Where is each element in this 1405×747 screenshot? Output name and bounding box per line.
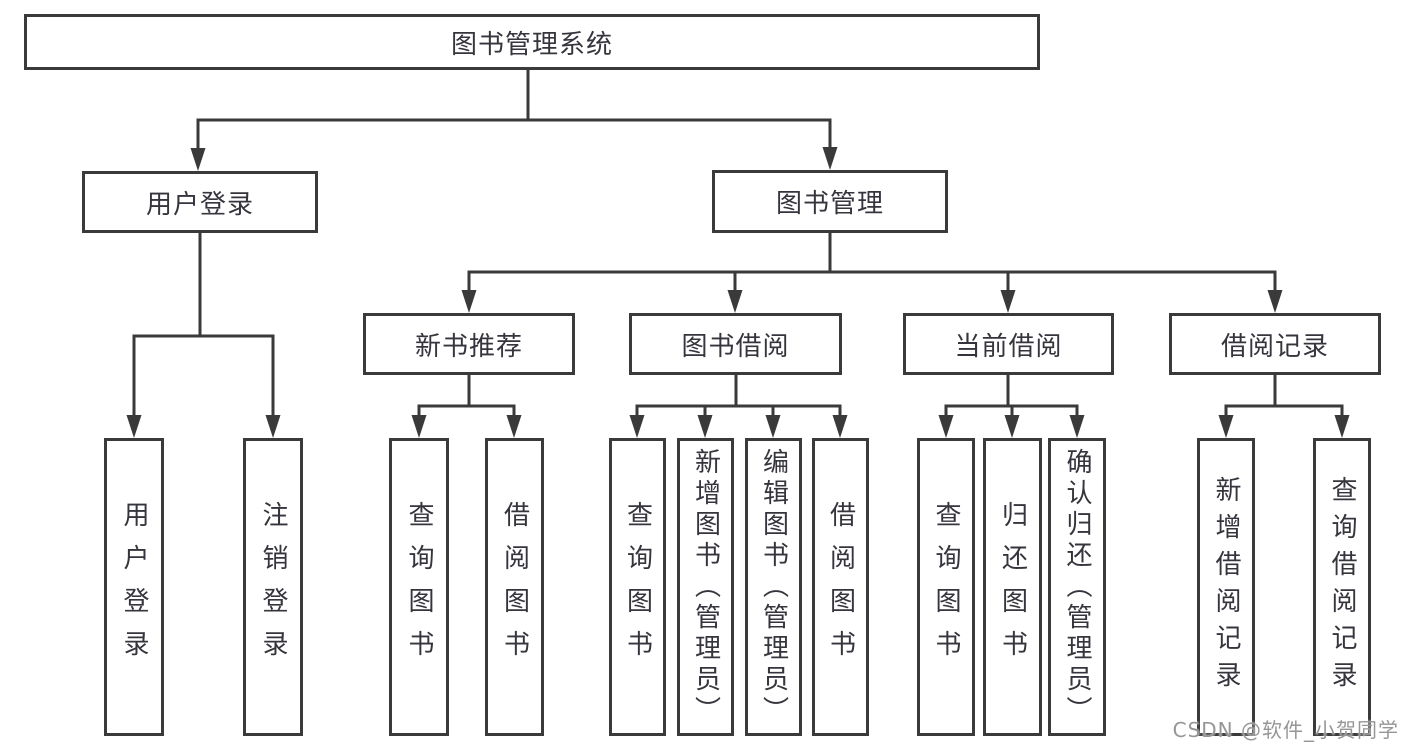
node-root: 图书管理系统	[24, 14, 1040, 70]
leaf-borrow-edit-book-admin-label: 编辑图书（管理员）	[758, 447, 789, 727]
node-current-borrow: 当前借阅	[903, 313, 1114, 375]
leaf-borrow-query-book: 查询图书	[609, 438, 666, 736]
watermark: CSDN @软件_小贺同学	[1172, 718, 1399, 742]
leaf-records-add-borrow-record: 新增借阅记录	[1197, 438, 1255, 736]
connector-book-mgmt-to-level3	[461, 233, 1283, 313]
node-user-login-label: 用户登录	[145, 189, 254, 220]
leaf-logout-login-label: 注销登录	[258, 501, 288, 673]
leaf-logout-login: 注销登录	[243, 438, 303, 736]
leaf-user-login: 用户登录	[104, 438, 164, 736]
leaf-current-query-book: 查询图书	[917, 438, 975, 736]
leaf-user-login-label: 用户登录	[119, 501, 149, 673]
node-root-label: 图书管理系统	[450, 29, 613, 60]
leaf-borrow-borrow-book-label: 借阅图书	[825, 501, 856, 673]
node-book-management-label: 图书管理	[775, 189, 884, 219]
node-user-login: 用户登录	[82, 171, 318, 233]
connector-records-to-leaves	[1218, 375, 1350, 438]
leaf-records-query-borrow-record-label: 查询借阅记录	[1327, 476, 1357, 698]
connector-root-to-level2	[190, 70, 838, 171]
node-new-book-recommend: 新书推荐	[363, 313, 575, 375]
connector-current-to-leaves	[938, 375, 1085, 438]
leaf-current-query-book-label: 查询图书	[931, 501, 961, 673]
leaf-borrow-edit-book-admin: 编辑图书（管理员）	[745, 438, 802, 736]
node-current-borrow-label: 当前借阅	[954, 331, 1063, 362]
connector-user-login-to-leaves	[126, 233, 281, 438]
node-book-borrow: 图书借阅	[629, 313, 842, 375]
leaf-current-confirm-return-admin: 确认归还（管理员）	[1048, 438, 1106, 736]
node-book-management: 图书管理	[712, 170, 948, 233]
leaf-recommend-borrow-book-label: 借阅图书	[499, 501, 530, 673]
leaf-recommend-query-book: 查询图书	[389, 438, 449, 736]
leaf-current-return-book-label: 归还图书	[997, 501, 1028, 673]
leaf-current-confirm-return-admin-label: 确认归还（管理员）	[1062, 447, 1092, 727]
connector-recommend-to-leaves	[411, 375, 522, 438]
leaf-borrow-add-book-admin-label: 新增图书（管理员）	[690, 447, 721, 727]
node-borrow-records: 借阅记录	[1169, 313, 1381, 375]
node-book-borrow-label: 图书借阅	[681, 331, 790, 362]
leaf-borrow-borrow-book: 借阅图书	[812, 438, 869, 736]
leaf-recommend-borrow-book: 借阅图书	[485, 438, 544, 736]
node-borrow-records-label: 借阅记录	[1220, 331, 1329, 362]
leaf-current-return-book: 归还图书	[983, 438, 1042, 736]
connector-borrow-to-leaves	[629, 375, 848, 438]
leaf-borrow-query-book-label: 查询图书	[622, 501, 653, 673]
leaf-borrow-add-book-admin: 新增图书（管理员）	[677, 438, 734, 736]
leaf-recommend-query-book-label: 查询图书	[404, 501, 434, 673]
leaf-records-query-borrow-record: 查询借阅记录	[1313, 438, 1371, 736]
node-new-book-recommend-label: 新书推荐	[414, 331, 523, 362]
leaf-records-add-borrow-record-label: 新增借阅记录	[1211, 476, 1241, 698]
